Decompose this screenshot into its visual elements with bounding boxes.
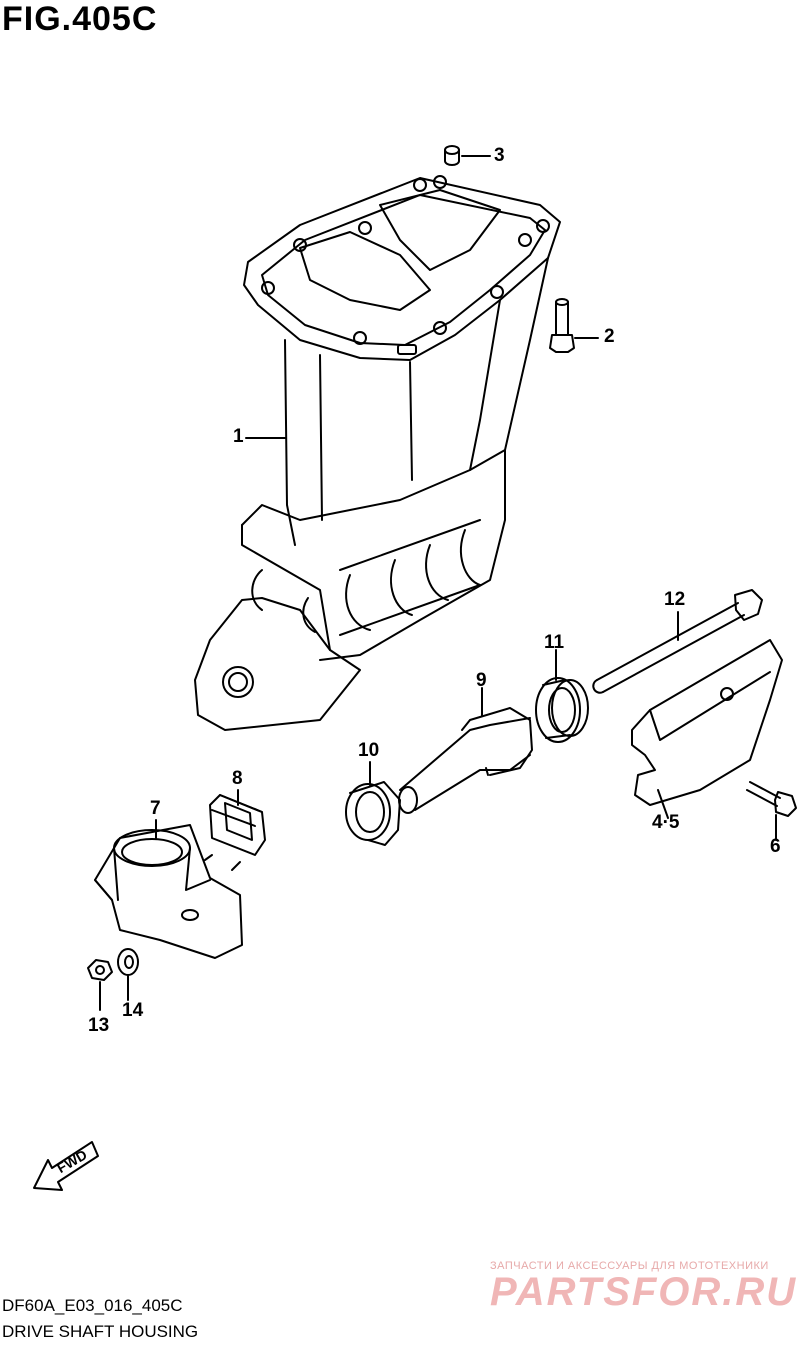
part-3-dowel-pin[interactable] — [444, 145, 491, 166]
part-12-long-bolt[interactable] — [592, 589, 763, 694]
callout-8: 8 — [232, 768, 243, 789]
part-4-5-cover[interactable] — [631, 639, 783, 806]
callout-14: 14 — [122, 1000, 144, 1021]
part-2-bolt[interactable] — [549, 298, 599, 353]
part-6-screw[interactable] — [746, 781, 797, 841]
callout-6: 6 — [770, 836, 781, 857]
callout-12: 12 — [664, 589, 686, 610]
figure-code: DF60A_E03_016_405C — [2, 1296, 183, 1315]
part-11-seal[interactable] — [535, 649, 589, 743]
callout-1: 1 — [233, 426, 244, 447]
fwd-arrow-icon: FWD — [33, 1141, 99, 1191]
figure-name: DRIVE SHAFT HOUSING — [2, 1322, 199, 1341]
part-7-mount[interactable] — [94, 819, 243, 959]
callout-4-5: 4·5 — [652, 812, 680, 833]
part-9-bushing[interactable] — [398, 687, 533, 814]
part-13-nut[interactable] — [87, 959, 113, 1011]
part-8-mount-bracket[interactable] — [204, 789, 266, 871]
part-14-washer[interactable] — [117, 948, 139, 1001]
watermark-tagline: ЗАПЧАСТИ И АКСЕССУАРЫ ДЛЯ МОТОТЕХНИКИ — [490, 1260, 769, 1272]
callout-11: 11 — [544, 632, 565, 653]
callout-10: 10 — [358, 740, 380, 761]
part-4-5-leader — [657, 789, 669, 819]
callout-3: 3 — [494, 145, 505, 166]
callout-13: 13 — [88, 1015, 110, 1036]
part-1-drive-shaft-housing[interactable] — [194, 175, 561, 731]
callout-7: 7 — [150, 798, 161, 819]
figure-title: FIG.405C — [2, 0, 158, 38]
watermark-brand: PARTSFOR.RU — [490, 1270, 798, 1314]
callout-2: 2 — [604, 326, 615, 347]
callout-9: 9 — [476, 670, 487, 691]
part-10-grommet[interactable] — [345, 761, 401, 846]
